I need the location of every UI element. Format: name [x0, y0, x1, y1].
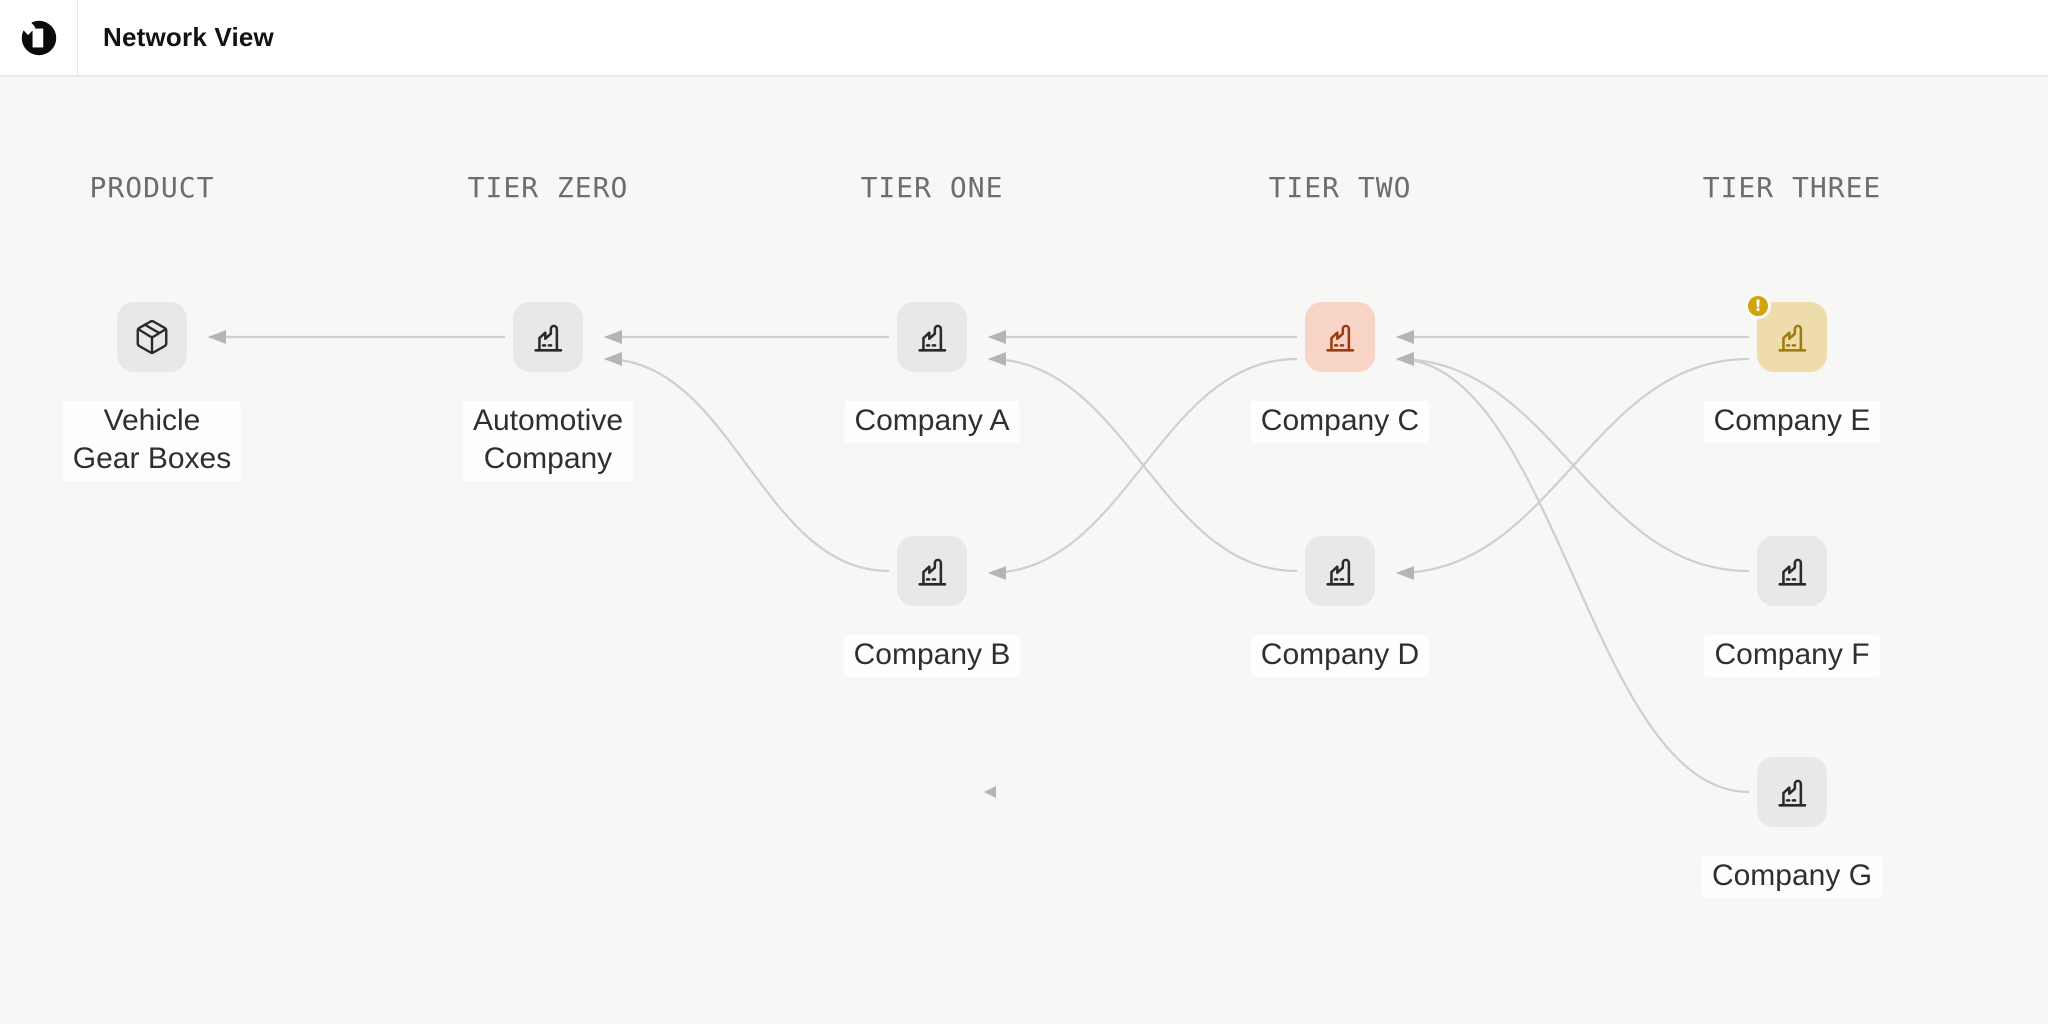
- node-company-f[interactable]: [1757, 536, 1827, 606]
- node-label-line: Company F: [1714, 638, 1870, 671]
- node-company-e[interactable]: !: [1745, 293, 1827, 372]
- node-label-line: Company C: [1260, 404, 1420, 437]
- brand-logo-icon: [21, 20, 56, 55]
- node-vehicle-gear-boxes[interactable]: [117, 302, 187, 372]
- factory-icon: [1778, 558, 1807, 586]
- node-label-company-g[interactable]: Company G: [1701, 856, 1883, 898]
- node-label-company-a[interactable]: Company A: [844, 401, 1020, 443]
- factory-icon: [534, 324, 563, 352]
- column-header-tier-three: TIER THREE: [1702, 171, 1882, 204]
- stray-arrowhead: [984, 786, 996, 798]
- node-label-line: Vehicle: [103, 404, 201, 437]
- node-company-g[interactable]: [1757, 757, 1827, 827]
- node-label-line: Company B: [853, 638, 1011, 671]
- node-label-line: Automotive: [472, 404, 624, 437]
- node-company-d[interactable]: [1305, 536, 1375, 606]
- package-icon: [136, 319, 168, 355]
- edge-company-f-to-company-c: [1396, 352, 1750, 573]
- node-automotive-company[interactable]: [513, 302, 583, 372]
- warning-badge: !: [1745, 293, 1771, 319]
- column-header-tier-two: TIER TWO: [1268, 171, 1412, 204]
- node-label-line: Gear Boxes: [72, 442, 232, 475]
- column-header-tier-one: TIER ONE: [860, 171, 1004, 204]
- edge-company-d-to-company-a: [988, 352, 1298, 573]
- edge-company-b-to-automotive-company: [604, 352, 890, 573]
- edge-company-e-to-company-d: [1396, 357, 1750, 580]
- edge-company-g-to-company-c: [1396, 352, 1750, 794]
- column-header-product: PRODUCT: [89, 171, 215, 204]
- node-label-line: Company D: [1260, 638, 1420, 671]
- node-label-company-c[interactable]: Company C: [1250, 401, 1430, 443]
- factory-icon: [1778, 779, 1807, 807]
- node-company-a[interactable]: [897, 302, 967, 372]
- column-header-tier-zero: TIER ZERO: [467, 171, 629, 204]
- node-label-line: Company A: [854, 404, 1010, 437]
- node-label-line: Company G: [1711, 859, 1873, 892]
- factory-icon: [918, 558, 947, 586]
- edge-company-c-to-company-b: [988, 357, 1298, 580]
- node-label-line: Company E: [1713, 404, 1871, 437]
- node-label-line: Company: [483, 442, 613, 475]
- factory-icon: [1326, 324, 1355, 352]
- node-label-company-e[interactable]: Company E: [1703, 401, 1881, 443]
- header-divider: [77, 0, 78, 76]
- node-label-company-b[interactable]: Company B: [843, 635, 1021, 677]
- page-title: Network View: [103, 22, 274, 52]
- brand-logo[interactable]: [0, 0, 77, 75]
- top-bar: Network View: [0, 0, 2048, 77]
- node-label-company-f[interactable]: Company F: [1704, 635, 1880, 677]
- factory-icon: [1778, 324, 1807, 352]
- node-label-company-d[interactable]: Company D: [1250, 635, 1430, 677]
- factory-icon: [918, 324, 947, 352]
- factory-icon: [1326, 558, 1355, 586]
- node-company-c[interactable]: [1305, 302, 1375, 372]
- node-company-b[interactable]: [897, 536, 967, 606]
